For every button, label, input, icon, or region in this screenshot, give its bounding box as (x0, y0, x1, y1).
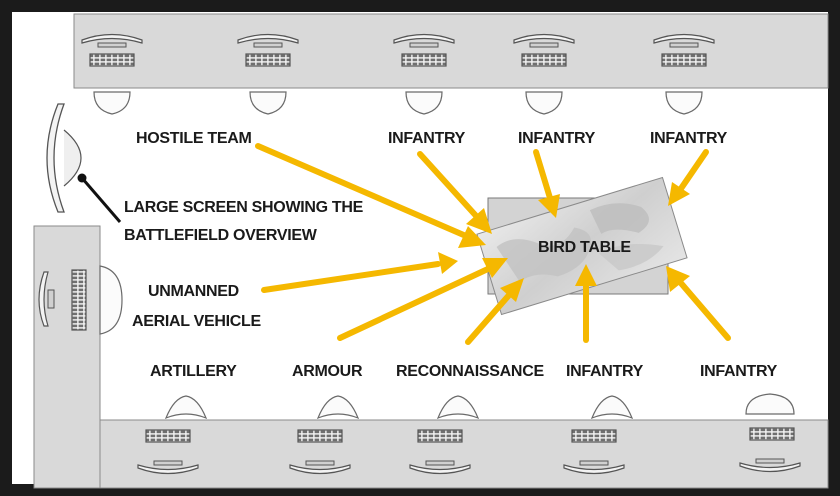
label-infantry-top-2: INFANTRY (518, 130, 596, 147)
arrow-armour (337, 258, 508, 341)
label-reconnaissance: RECONNAISSANCE (396, 363, 544, 380)
bird-table (476, 176, 688, 316)
label-infantry-top-1: INFANTRY (388, 130, 466, 147)
label-infantry-bottom-2: INFANTRY (700, 363, 778, 380)
arrow-infantry-top-3 (668, 149, 709, 206)
label-uav-1: UNMANNED (148, 283, 239, 300)
chair-icon (745, 393, 795, 415)
arrow-infantry-bottom-2 (666, 266, 731, 341)
workstation-left (38, 265, 123, 335)
arrow-infantry-top-1 (417, 151, 492, 234)
keyboard-icon (89, 53, 135, 67)
keyboard-icon (297, 429, 343, 443)
label-armour: ARMOUR (292, 363, 363, 380)
label-hostile-team: HOSTILE TEAM (136, 130, 252, 147)
chair-icon (99, 265, 123, 335)
arrow-infantry-top-2 (533, 149, 560, 218)
label-artillery: ARTILLERY (150, 363, 237, 380)
arrow-infantry-bottom-1 (575, 264, 597, 343)
label-infantry-top-3: INFANTRY (650, 130, 728, 147)
keyboard-icon (245, 53, 291, 67)
label-large-screen-1: LARGE SCREEN SHOWING THE (124, 199, 364, 216)
keyboard-icon (661, 53, 707, 67)
arrows (255, 143, 731, 345)
label-bird-table: BIRD TABLE (538, 239, 631, 256)
large-screen-icon (46, 103, 122, 223)
left-desk (33, 225, 101, 489)
label-uav-2: AERIAL VEHICLE (132, 313, 261, 330)
keyboard-icon (521, 53, 567, 67)
map-table-icon (476, 176, 688, 316)
keyboard-icon (571, 429, 617, 443)
keyboard-icon (145, 429, 191, 443)
keyboard-icon (401, 53, 447, 67)
top-desk (73, 13, 829, 89)
label-infantry-bottom-1: INFANTRY (566, 363, 644, 380)
keyboard-icon (749, 427, 795, 441)
arrow-hostile-team (255, 143, 486, 248)
workstation-bottom-5 (739, 393, 801, 473)
bottom-desk (99, 419, 829, 489)
arrow-reconnaissance (465, 278, 524, 345)
arrow-uav (261, 252, 458, 293)
keyboard-icon (417, 429, 463, 443)
label-large-screen-2: BATTLEFIELD OVERVIEW (124, 227, 318, 244)
keyboard-icon (71, 269, 87, 331)
